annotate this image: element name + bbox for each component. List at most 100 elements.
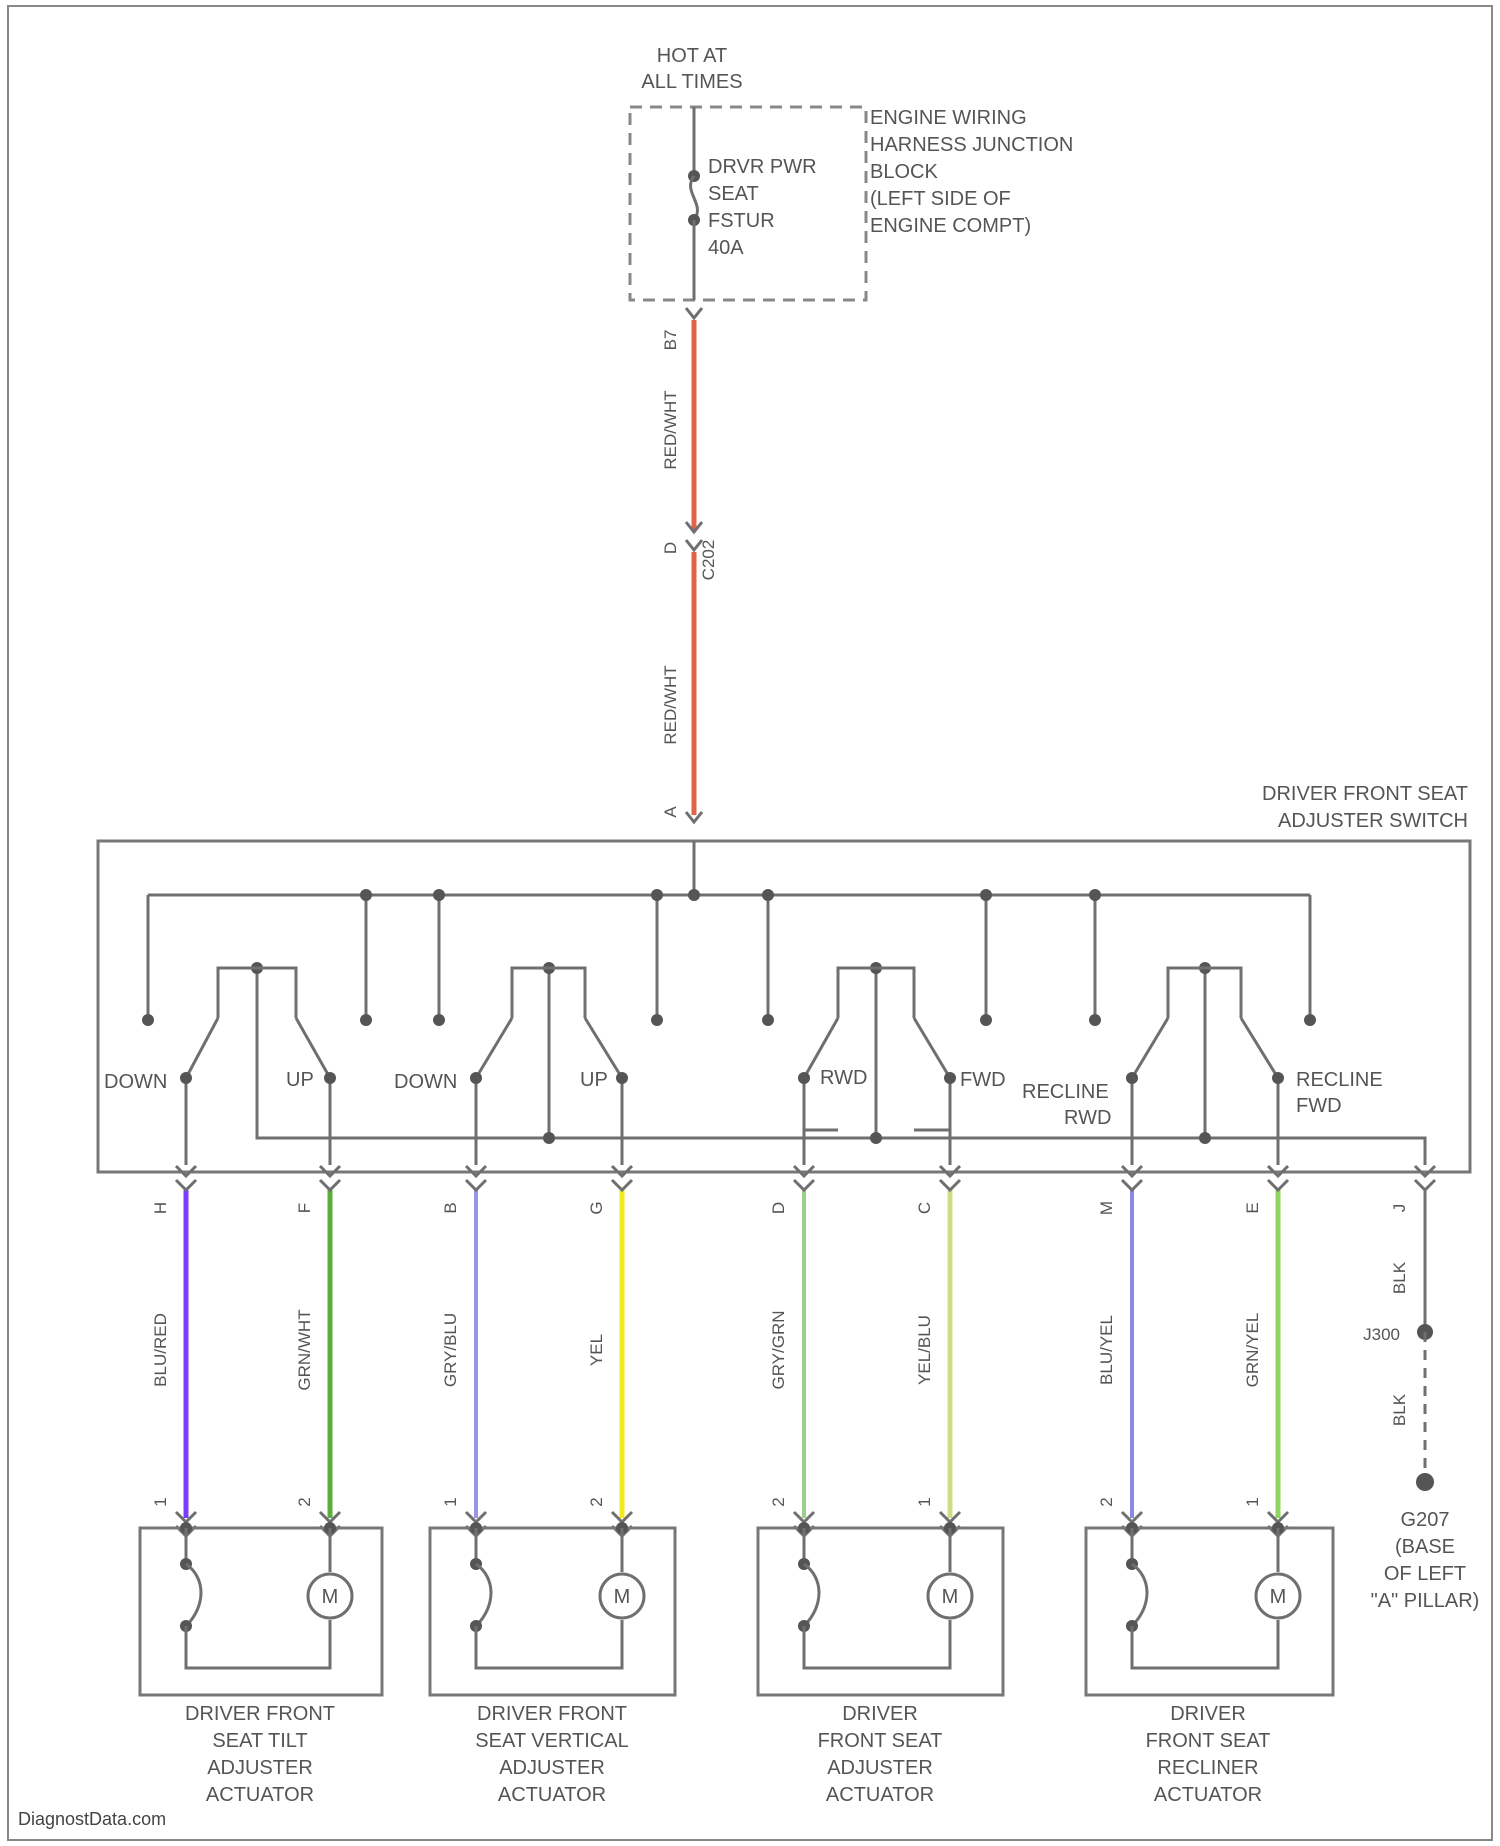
svg-text:DRIVER FRONT: DRIVER FRONT	[185, 1703, 335, 1725]
svg-text:ENGINE WIRING: ENGINE WIRING	[870, 107, 1027, 129]
output-wire-labels: H BLU/RED 1 F GRN/WHT 2 B GRY/BLU 1 G YE…	[151, 1201, 1262, 1507]
switch-label: DRIVER FRONT SEAT ADJUSTER SWITCH	[1262, 783, 1468, 832]
svg-text:BLU/YEL: BLU/YEL	[1097, 1315, 1116, 1385]
actuator-recliner: M DRIVER FRONT SEAT RECLINER ACTUATOR	[1086, 1522, 1333, 1806]
switch-internal-wiring	[142, 841, 1425, 1165]
svg-text:FWD: FWD	[1296, 1095, 1342, 1117]
svg-text:HARNESS JUNCTION: HARNESS JUNCTION	[870, 134, 1073, 156]
svg-text:J300: J300	[1363, 1325, 1400, 1344]
svg-text:DRIVER: DRIVER	[1170, 1703, 1246, 1725]
svg-text:DRIVER FRONT SEAT: DRIVER FRONT SEAT	[1262, 783, 1468, 805]
svg-text:RECLINE: RECLINE	[1022, 1081, 1109, 1103]
svg-text:1: 1	[915, 1497, 934, 1506]
svg-text:FRONT SEAT: FRONT SEAT	[1146, 1730, 1271, 1752]
svg-text:BLOCK: BLOCK	[870, 161, 938, 183]
svg-text:1: 1	[441, 1497, 460, 1506]
connector-label: C202	[699, 540, 718, 581]
svg-text:ADJUSTER: ADJUSTER	[499, 1757, 605, 1779]
svg-text:ADJUSTER: ADJUSTER	[207, 1757, 313, 1779]
svg-text:GRN/WHT: GRN/WHT	[295, 1309, 314, 1390]
svg-text:FSTUR: FSTUR	[708, 210, 775, 232]
svg-text:ENGINE COMPT): ENGINE COMPT)	[870, 215, 1031, 237]
actuator-adjuster: M DRIVER FRONT SEAT ADJUSTER ACTUATOR	[758, 1522, 1003, 1806]
switch-position-labels: DOWN UP DOWN UP RWD FWD RECLINE RWD RECL…	[104, 1067, 1383, 1129]
svg-text:(LEFT SIDE OF: (LEFT SIDE OF	[870, 188, 1011, 210]
svg-text:SEAT TILT: SEAT TILT	[212, 1730, 307, 1752]
svg-text:ADJUSTER: ADJUSTER	[827, 1757, 933, 1779]
svg-text:SEAT VERTICAL: SEAT VERTICAL	[475, 1730, 628, 1752]
svg-text:E: E	[1243, 1202, 1262, 1213]
svg-text:UP: UP	[580, 1069, 608, 1091]
ground-icon	[1416, 1473, 1434, 1491]
limit-switch-icon	[186, 1564, 201, 1626]
svg-text:FRONT SEAT: FRONT SEAT	[818, 1730, 943, 1752]
svg-text:2: 2	[769, 1497, 788, 1506]
seat-adjuster-switch-box	[98, 841, 1470, 1172]
svg-text:M: M	[1270, 1586, 1287, 1608]
svg-text:OF LEFT: OF LEFT	[1384, 1563, 1466, 1585]
junction-block-label: ENGINE WIRING HARNESS JUNCTION BLOCK (LE…	[870, 107, 1073, 237]
svg-text:BLU/RED: BLU/RED	[151, 1313, 170, 1387]
svg-text:BLK: BLK	[1390, 1393, 1409, 1426]
fuse-icon	[691, 176, 698, 220]
feed-wire-color-upper: RED/WHT	[661, 390, 680, 469]
svg-text:ACTUATOR: ACTUATOR	[1154, 1784, 1262, 1806]
svg-text:ALL TIMES: ALL TIMES	[641, 71, 742, 93]
svg-text:2: 2	[295, 1497, 314, 1506]
svg-text:BLK: BLK	[1390, 1261, 1409, 1294]
credit-text: DiagnostData.com	[18, 1809, 166, 1829]
svg-text:ACTUATOR: ACTUATOR	[826, 1784, 934, 1806]
svg-text:RECLINER: RECLINER	[1157, 1757, 1258, 1779]
svg-text:YEL: YEL	[587, 1334, 606, 1366]
svg-text:UP: UP	[286, 1069, 314, 1091]
actuator-tilt: M DRIVER FRONT SEAT TILT ADJUSTER ACTUAT…	[140, 1522, 382, 1806]
svg-text:RECLINE: RECLINE	[1296, 1069, 1383, 1091]
pin-label-A: A	[661, 806, 680, 818]
svg-text:1: 1	[151, 1497, 170, 1506]
svg-text:M: M	[942, 1586, 959, 1608]
svg-text:M: M	[1097, 1201, 1116, 1215]
svg-text:DRIVER FRONT: DRIVER FRONT	[477, 1703, 627, 1725]
svg-text:C: C	[915, 1202, 934, 1214]
svg-text:ADJUSTER SWITCH: ADJUSTER SWITCH	[1278, 810, 1468, 832]
svg-text:DRVR PWR: DRVR PWR	[708, 156, 817, 178]
svg-text:FWD: FWD	[960, 1069, 1006, 1091]
svg-text:DRIVER: DRIVER	[842, 1703, 918, 1725]
ground-circuit: J BLK J300 BLK G207 (BASE OF LEFT "A" PI…	[1363, 1190, 1479, 1612]
feed-wire-color-lower: RED/WHT	[661, 665, 680, 744]
svg-text:GRN/YEL: GRN/YEL	[1243, 1313, 1262, 1388]
actuator-vertical: M DRIVER FRONT SEAT VERTICAL ADJUSTER AC…	[430, 1522, 675, 1806]
fuse-label: DRVR PWR SEAT FSTUR 40A	[708, 156, 817, 259]
pin-label-B7: B7	[661, 330, 680, 351]
svg-text:YEL/BLU: YEL/BLU	[915, 1315, 934, 1385]
svg-text:RWD: RWD	[820, 1067, 867, 1089]
svg-text:D: D	[769, 1202, 788, 1214]
svg-text:G: G	[587, 1201, 606, 1214]
svg-text:ACTUATOR: ACTUATOR	[206, 1784, 314, 1806]
svg-text:M: M	[322, 1586, 339, 1608]
page-frame	[8, 6, 1492, 1840]
svg-text:RWD: RWD	[1064, 1107, 1111, 1129]
svg-text:GRY/GRN: GRY/GRN	[769, 1310, 788, 1389]
limit-switch-icon	[804, 1564, 819, 1626]
power-source-label: HOT AT ALL TIMES	[641, 45, 742, 93]
svg-text:"A" PILLAR): "A" PILLAR)	[1371, 1590, 1480, 1612]
svg-text:40A: 40A	[708, 237, 744, 259]
svg-text:2: 2	[1097, 1497, 1116, 1506]
svg-text:B: B	[441, 1202, 460, 1213]
svg-text:SEAT: SEAT	[708, 183, 759, 205]
svg-text:1: 1	[1243, 1497, 1262, 1506]
svg-text:H: H	[151, 1202, 170, 1214]
svg-text:2: 2	[587, 1497, 606, 1506]
svg-text:F: F	[295, 1203, 314, 1213]
svg-text:(BASE: (BASE	[1395, 1536, 1455, 1558]
pin-label-D: D	[661, 542, 680, 554]
svg-text:DOWN: DOWN	[104, 1071, 167, 1093]
svg-text:M: M	[614, 1586, 631, 1608]
svg-text:HOT AT: HOT AT	[657, 45, 727, 67]
svg-text:ACTUATOR: ACTUATOR	[498, 1784, 606, 1806]
svg-text:J: J	[1390, 1204, 1409, 1213]
svg-text:G207: G207	[1401, 1509, 1450, 1531]
svg-text:DOWN: DOWN	[394, 1071, 457, 1093]
